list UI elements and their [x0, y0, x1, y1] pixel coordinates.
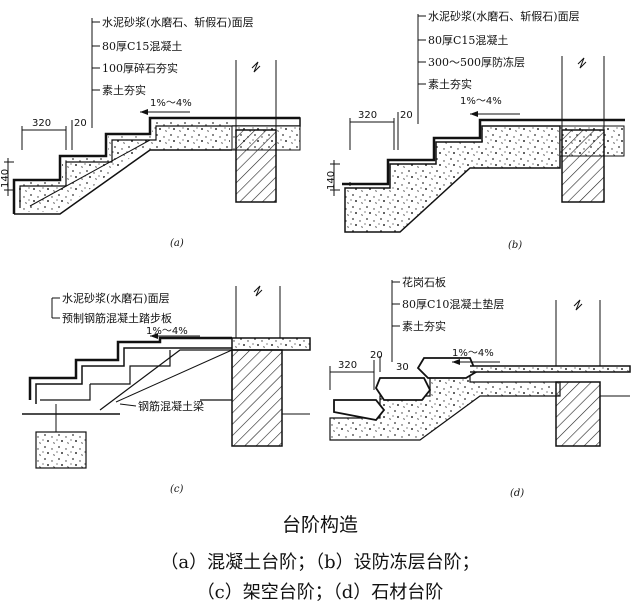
dim-gap2-d: 30	[396, 362, 409, 373]
layer-a-3: 100厚碎石夯实	[102, 61, 178, 75]
layer-b-2: 80厚C15混凝土	[428, 33, 508, 47]
layer-d-1: 花岗石板	[402, 275, 446, 289]
panel-b: 水泥砂浆(水磨石、斩假石)面层 80厚C15混凝土 300～500厚防冻层 素土…	[326, 9, 625, 251]
panel-a-label: (a)	[170, 238, 184, 249]
layer-a-2: 80厚C15混凝土	[102, 39, 182, 53]
panel-c-label: (c)	[170, 484, 184, 495]
panel-b-label: (b)	[508, 240, 522, 251]
dim-tread-d: 320	[338, 360, 357, 371]
dim-tread-a: 320	[32, 118, 51, 129]
caption-line-1: （a）混凝土台阶；（b）设防冻层台阶；	[160, 552, 480, 573]
dim-gap-a: 20	[74, 118, 87, 129]
caption-title: 台阶构造	[281, 514, 358, 536]
dim-riser-b: 140	[326, 171, 337, 190]
dim-gap-d: 20	[370, 350, 383, 361]
layer-d-2: 80厚C10混凝土垫层	[402, 297, 504, 311]
layer-a-1: 水泥砂浆(水磨石、斩假石)面层	[102, 15, 254, 29]
beam-label-c: 钢筋混凝土梁	[138, 399, 204, 413]
panel-d-label: (d)	[510, 488, 524, 499]
slope-a: 1%～4%	[150, 98, 192, 109]
dim-tread-b: 320	[358, 110, 377, 121]
layer-c-2: 预制钢筋混凝土踏步板	[62, 311, 172, 325]
layer-b-3: 300～500厚防冻层	[428, 55, 525, 69]
panel-a: 水泥砂浆(水磨石、斩假石)面层 80厚C15混凝土 100厚碎石夯实 素土夯实 …	[0, 15, 301, 249]
layer-d-3: 素土夯实	[402, 319, 446, 333]
layer-a-4: 素土夯实	[102, 83, 146, 97]
slope-d: 1%～4%	[452, 348, 494, 359]
layer-b-4: 素土夯实	[428, 77, 472, 91]
slope-c: 1%～4%	[146, 326, 188, 337]
layer-c-1: 水泥砂浆(水磨石)面层	[62, 291, 170, 305]
dim-gap-b: 20	[400, 110, 413, 121]
dim-riser-a: 140	[0, 169, 11, 188]
panel-c: 水泥砂浆(水磨石)面层 预制钢筋混凝土踏步板 1%～4% 钢筋混凝土梁 (c)	[22, 285, 311, 495]
caption-line-2: （c）架空台阶；（d）石材台阶	[196, 582, 444, 603]
slope-b: 1%～4%	[460, 96, 502, 107]
panel-d: 花岗石板 80厚C10混凝土垫层 素土夯实 1%～4% 320 20 30 (d…	[329, 275, 631, 499]
layer-b-1: 水泥砂浆(水磨石、斩假石)面层	[428, 9, 580, 23]
